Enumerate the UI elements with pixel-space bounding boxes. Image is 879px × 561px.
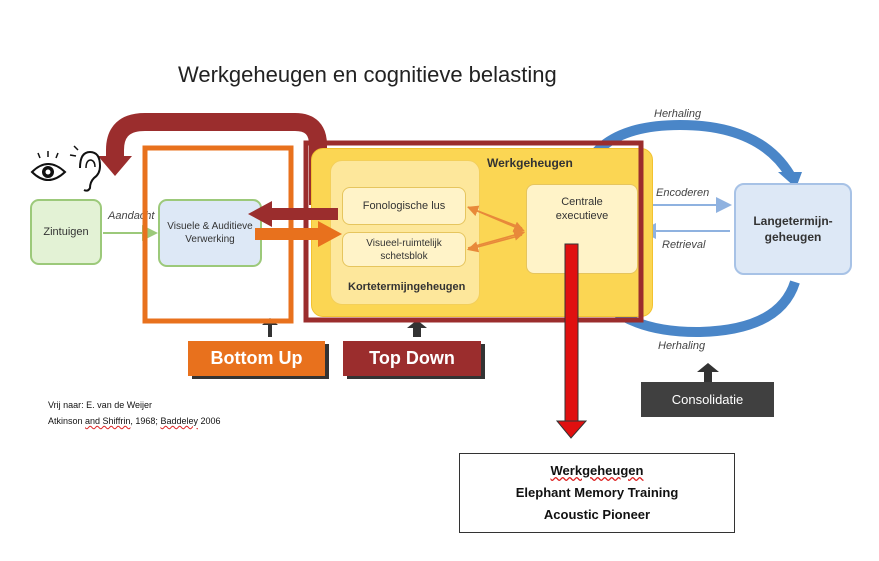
visueel-line2: Verwerking <box>185 234 235 245</box>
result-box: Werkgeheugen Elephant Memory Training Ac… <box>459 453 735 533</box>
langetermijngeheugen-box: Langetermijn- geheugen <box>734 183 852 275</box>
diagram-title: Werkgeheugen en cognitieve belasting <box>178 62 557 87</box>
credit-year: , 1968; <box>130 416 161 426</box>
credit-atkinson: Atkinson <box>48 416 86 426</box>
credit-shiffrin: and Shiffrin <box>85 416 131 426</box>
result-line2: Elephant Memory Training <box>515 485 679 500</box>
centrale-line2: executieve <box>555 210 609 222</box>
top-down-arrow <box>248 201 338 227</box>
bottom-up-button: Bottom Up <box>188 341 325 376</box>
visuele-auditieve-box: Visuele & Auditieve Verwerking <box>158 199 262 267</box>
top-down-button: Top Down <box>343 341 481 376</box>
red-down-arrow <box>564 243 579 423</box>
consolidatie-button: Consolidatie <box>641 382 774 417</box>
visueel-ruimtelijk-box: Visueel-ruimtelijk schetsblok <box>342 232 466 267</box>
fonologische-lus-box: Fonologische lus <box>342 187 466 225</box>
result-line1: Werkgeheugen <box>550 463 644 478</box>
herhaling-top-label: Herhaling <box>654 108 702 120</box>
werkgeheugen-label: Werkgeheugen <box>487 156 573 170</box>
credits: Vrij naar: E. van de Weijer Atkinson and… <box>48 397 221 429</box>
visr-line2: schetsblok <box>380 250 428 262</box>
zintuigen-label: Zintuigen <box>43 226 89 238</box>
visueel-line1: Visuele & Auditieve <box>167 221 253 232</box>
retrieval-label: Retrieval <box>662 239 706 251</box>
zintuigen-box: Zintuigen <box>30 199 102 265</box>
credit-year2: 2006 <box>197 416 221 426</box>
ear-icon <box>69 145 102 192</box>
credit-line1: Vrij naar: E. van de Weijer <box>48 400 153 410</box>
herhaling-bottom-label: Herhaling <box>658 340 706 352</box>
top-down-loop-arrow <box>106 113 327 205</box>
top-down-frame <box>303 140 644 323</box>
visr-line1: Visueel-ruimtelijk <box>366 237 442 249</box>
centrale-line1: Centrale <box>561 196 603 208</box>
credit-line2: Atkinson and Shiffrin, 1968; Baddeley 20… <box>48 413 221 429</box>
result-line3: Acoustic Pioneer <box>543 507 651 522</box>
lang-line2: geheugen <box>764 230 822 244</box>
encoderen-label: Encoderen <box>656 187 710 199</box>
eye-icon <box>30 151 67 181</box>
lang-line1: Langetermijn- <box>753 214 833 228</box>
credit-baddeley: Baddeley <box>160 416 198 426</box>
centrale-executieve-box: Centrale executieve <box>526 184 638 274</box>
fonologische-label: Fonologische lus <box>362 200 446 212</box>
bottom-up-arrow <box>255 221 342 247</box>
kortetermijn-label: Kortetermijngeheugen <box>348 281 466 293</box>
